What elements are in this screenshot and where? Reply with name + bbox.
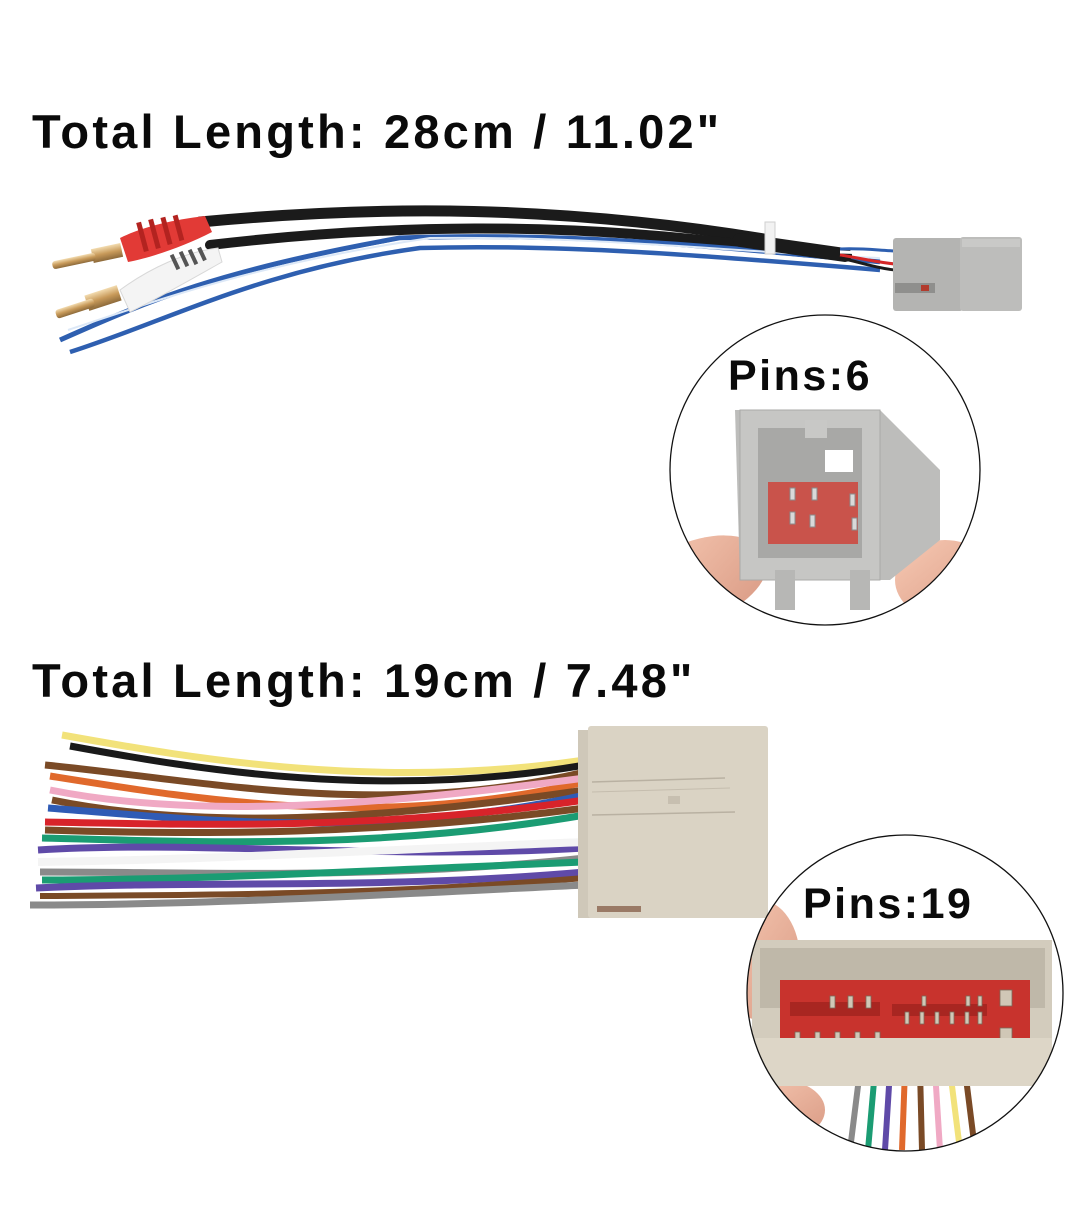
connector-19pin xyxy=(578,726,768,918)
rca-plug-red xyxy=(52,214,212,269)
pins-6-label: Pins:6 xyxy=(728,352,873,400)
harness-2 xyxy=(29,726,768,918)
harness-1-length-title: Total Length: 28cm / 11.02" xyxy=(32,105,723,158)
harness-1 xyxy=(52,205,1022,355)
cable-tie xyxy=(764,221,776,255)
pins-19-label: Pins:19 xyxy=(803,880,974,928)
harness-2-length-title: Total Length: 19cm / 7.48" xyxy=(32,654,696,707)
connector-6pin xyxy=(893,237,1022,311)
rca-plug-white xyxy=(55,246,223,319)
pins-19-detail-circle xyxy=(746,834,1064,1152)
pins-6-detail-circle xyxy=(669,314,981,626)
